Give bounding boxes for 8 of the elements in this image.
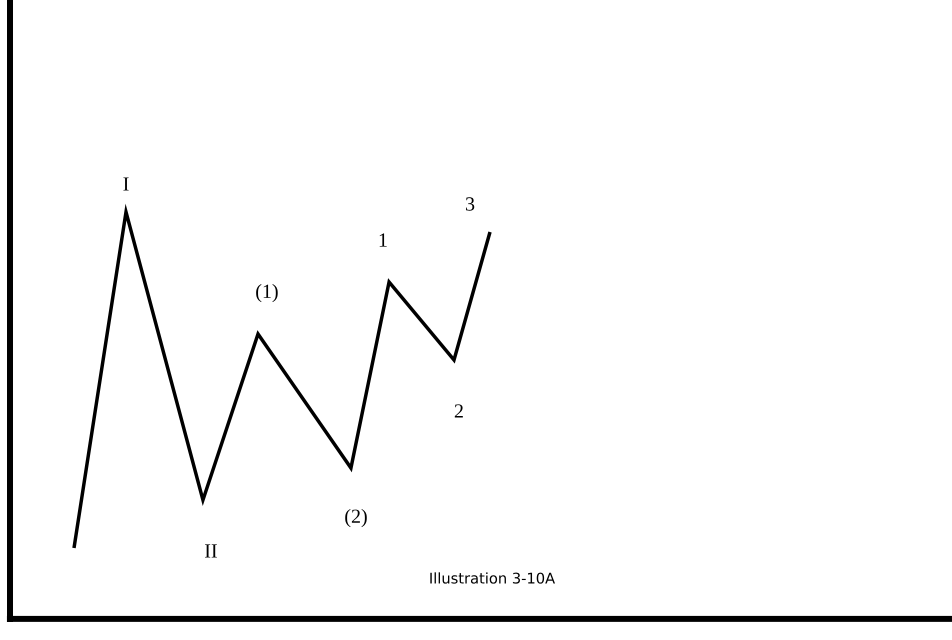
wave-label: 1 (380, 233, 387, 247)
wave-label: II (205, 544, 217, 558)
wave-label: 2 (454, 404, 463, 418)
wave-label: (2) (345, 508, 367, 528)
wave-label: (1) (256, 284, 278, 302)
wave-label: 3 (466, 197, 474, 211)
wave-label: I (123, 177, 129, 191)
caption: Illustration 3-10A (430, 572, 555, 584)
